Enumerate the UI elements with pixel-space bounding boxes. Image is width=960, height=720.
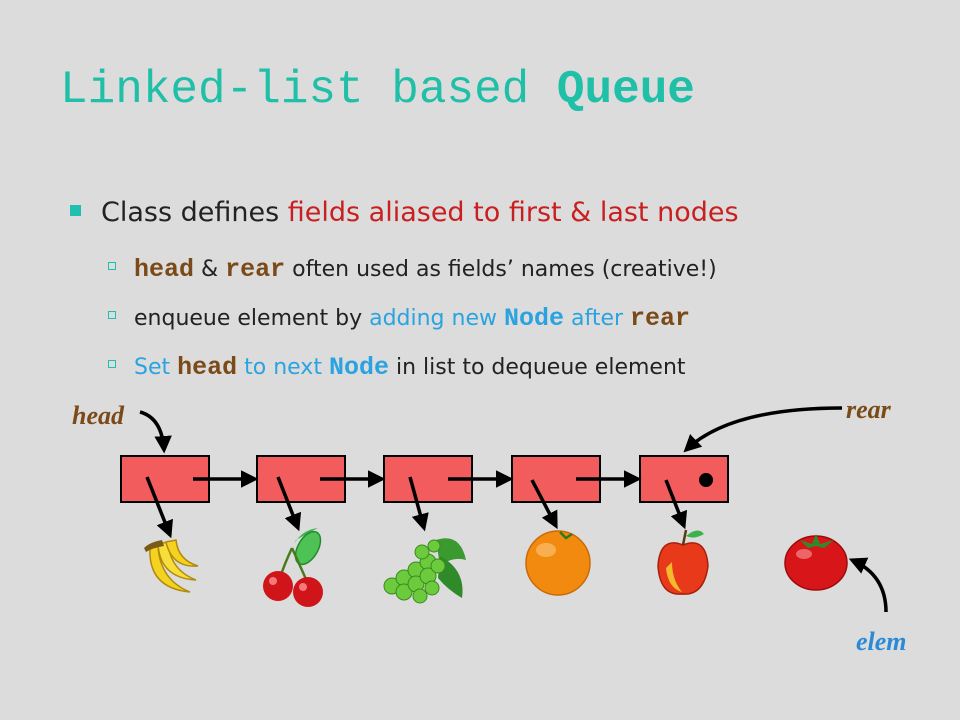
code-head: head [177, 353, 238, 382]
banana-icon [144, 539, 199, 593]
main-bullet: Class defines fields aliased to first & … [70, 197, 739, 228]
hollow-square-bullet-icon [108, 311, 116, 319]
element-pointer-arrow [408, 476, 429, 532]
code-node: Node [328, 353, 389, 382]
head-pointer-arrow [139, 410, 172, 454]
sub-bullet-2: enqueue element by adding new Node after… [108, 304, 690, 333]
code-rear: rear [225, 255, 286, 284]
hollow-square-bullet-icon [108, 262, 116, 270]
cherries-icon [263, 528, 323, 607]
sub-bullet-2-highlight: adding new [369, 306, 504, 331]
elem-label: elem [856, 627, 907, 656]
sub-bullet-2-text: enqueue element by [134, 306, 370, 331]
grapes-icon [383, 538, 466, 604]
elem-pointer-arrow [848, 557, 888, 613]
rear-label: rear [846, 395, 892, 424]
element-pointer-arrow [145, 476, 173, 539]
main-bullet-highlight: fields aliased to first & last nodes [287, 197, 739, 228]
element-pointer-arrow [530, 479, 558, 530]
head-label: head [72, 401, 125, 430]
code-rear: rear [630, 304, 691, 333]
list-node [639, 455, 729, 503]
sub-bullet-1: head & rear often used as fields’ names … [108, 255, 717, 284]
sub-bullet-1-text: often used as fields’ names (creative!) [285, 257, 717, 282]
sub-bullet-3-set: Set [134, 355, 178, 380]
null-pointer-dot [699, 473, 713, 487]
main-bullet-text: Class defines [101, 197, 288, 228]
title-text: Linked-list based [60, 64, 557, 116]
apple-icon [657, 529, 709, 595]
sub-bullet-2-after: after [564, 306, 631, 331]
title-queue: Queue [556, 64, 695, 116]
code-node: Node [503, 304, 564, 333]
rear-pointer-arrow [683, 406, 843, 453]
orange-icon [525, 530, 591, 596]
slide-title: Linked-list based Queue [60, 64, 695, 116]
amp-text: & [194, 257, 226, 282]
code-head: head [134, 255, 195, 284]
sub-bullet-3: Set head to next Node in list to dequeue… [108, 353, 686, 382]
tomato-icon [784, 534, 848, 591]
element-pointer-arrow [664, 479, 688, 530]
element-pointer-arrow [276, 476, 302, 532]
sub-bullet-3-to-next: to next [237, 355, 329, 380]
hollow-square-bullet-icon [108, 360, 116, 368]
sub-bullet-3-text: in list to dequeue element [388, 355, 686, 380]
square-bullet-icon [70, 205, 81, 216]
